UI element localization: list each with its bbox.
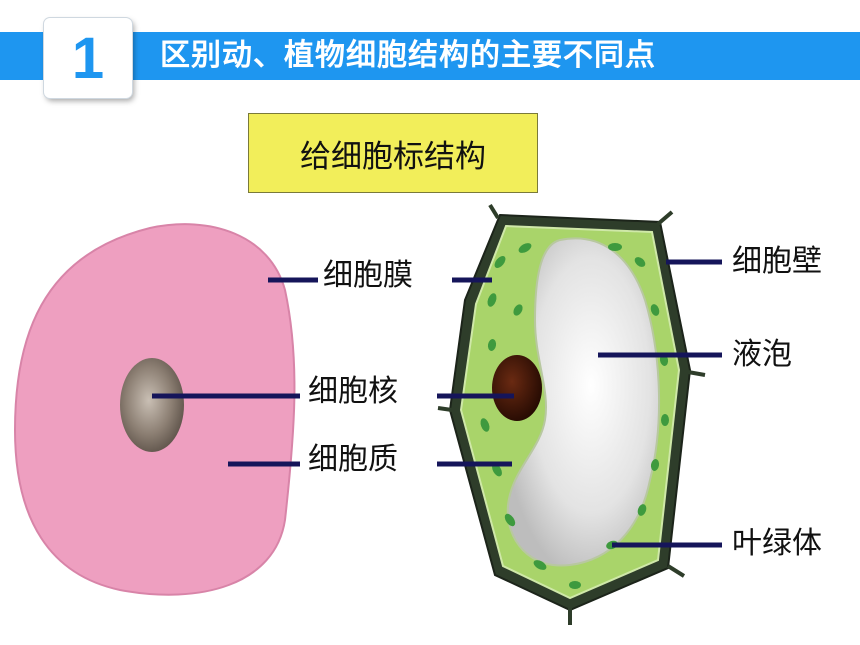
chloroplast — [487, 293, 497, 307]
chloroplast — [634, 257, 646, 267]
plant-vacuole — [506, 237, 661, 567]
cell-wall-corner — [437, 406, 453, 412]
chloroplast — [494, 256, 506, 268]
label-membrane: 细胞膜 — [323, 258, 413, 293]
chloroplast — [650, 459, 660, 471]
chloroplast — [487, 339, 497, 351]
cell-wall-corner — [687, 370, 706, 377]
chloroplast — [637, 504, 647, 516]
label-nucleus: 细胞核 — [308, 374, 398, 409]
animal-cell-nucleus — [120, 358, 184, 452]
chloroplast — [492, 463, 502, 477]
label-chloroplast: 叶绿体 — [732, 526, 822, 561]
chloroplast — [533, 560, 547, 570]
chloroplast — [480, 418, 490, 432]
leader-lines — [152, 259, 722, 548]
label-vacuole: 液泡 — [732, 337, 792, 372]
cell-wall-corner — [656, 210, 674, 226]
page-title: 区别动、植物细胞结构的主要不同点 — [160, 38, 656, 73]
chloroplast — [504, 513, 516, 527]
chloroplast — [513, 304, 523, 316]
header-bar — [0, 32, 860, 80]
plant-cell-nucleus — [492, 355, 542, 421]
chloroplast — [569, 581, 581, 589]
chloroplast — [608, 243, 622, 251]
chloroplast — [518, 243, 532, 253]
cell-wall-corner — [666, 564, 686, 578]
task-prompt-box: 给细胞标结构 — [248, 113, 538, 193]
chloroplast — [650, 304, 660, 316]
chloroplast — [661, 414, 669, 426]
label-cell-wall: 细胞壁 — [732, 244, 822, 279]
cell-wall-corner — [488, 203, 500, 220]
label-cytoplasm: 细胞质 — [308, 442, 398, 477]
section-number-badge: 1 — [44, 18, 132, 98]
